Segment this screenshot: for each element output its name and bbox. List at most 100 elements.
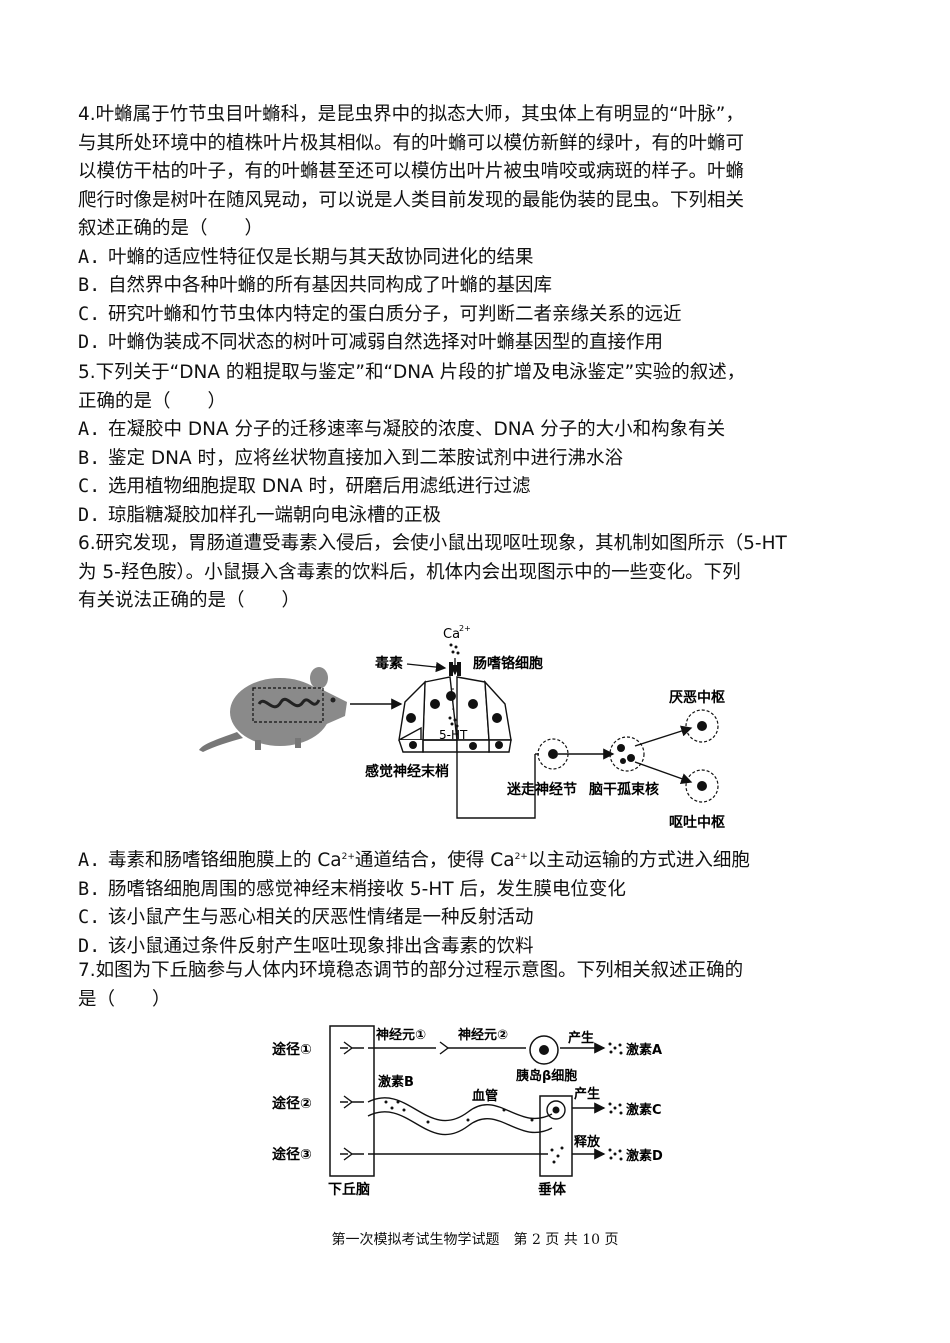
- pituitary-box: [539, 1095, 573, 1177]
- option-text: 毒素和肠嗜铬细胞膜上的 Ca: [108, 850, 342, 871]
- disgust-center: [685, 709, 719, 743]
- release-label: 释放: [574, 1134, 601, 1150]
- ca-label: Ca: [443, 627, 460, 642]
- q7-figure: 下丘脑 途径① 途径② 途径③ 神经元① 神经元② 胰岛β细胞 产生: [268, 1022, 688, 1202]
- option-text: 该小鼠产生与恶心相关的厌恶性情绪是一种反射活动: [108, 907, 534, 928]
- superscript: 2+: [341, 852, 355, 862]
- option-text: 选用植物细胞提取 DNA 时，研磨后用滤纸进行过滤: [108, 476, 531, 497]
- q4-line: 叙述正确的是（ ）: [78, 218, 264, 239]
- calcium-dots: [449, 643, 460, 655]
- hormone-d-label: 激素D: [626, 1148, 663, 1164]
- q6-line: 6.研究发现，胃肠道遭受毒素入侵后，会使小鼠出现呕吐现象，其机制如图所示（5-H…: [78, 533, 787, 554]
- option-letter: B.: [78, 275, 101, 296]
- q4-line: 爬行时像是树叶在随风晃动，可以说是人类目前发现的最能伪装的昆虫。下列相关: [78, 189, 745, 211]
- vomiting-mechanism-diagram: Ca 2+: [199, 624, 725, 831]
- q6-figure: Ca 2+: [195, 622, 755, 834]
- vomit-center-label: 呕吐中枢: [669, 814, 725, 831]
- neuron-2-label: 神经元②: [458, 1027, 508, 1043]
- sensory-ending-label: 感觉神经末梢: [365, 763, 449, 780]
- synapse-icon: [439, 1041, 450, 1055]
- hypothalamus-label: 下丘脑: [328, 1181, 370, 1198]
- neuron-1-label: 神经元①: [376, 1027, 426, 1043]
- cell-nuclei: [406, 691, 503, 750]
- option-text: 叶䗛伪装成不同状态的树叶可减弱自然选择对叶䗛基因型的直接作用: [108, 332, 664, 353]
- q5-line: 正确的是（ ）: [78, 390, 227, 412]
- q5-option-c[interactable]: C. 选用植物细胞提取 DNA 时，研磨后用滤纸进行过滤: [78, 473, 878, 502]
- hypothalamus-regulation-diagram: 下丘脑 途径① 途径② 途径③ 神经元① 神经元② 胰岛β细胞 产生: [272, 1025, 663, 1198]
- ca-superscript: 2+: [459, 624, 471, 633]
- question-6-options: A.毒素和肠嗜铬细胞膜上的 Ca2+通道结合，使得 Ca2+以主动运输的方式进入…: [78, 843, 878, 961]
- path-3-label: 途径③: [272, 1146, 312, 1163]
- path-2-label: 途径②: [272, 1095, 312, 1112]
- disgust-center-label: 厌恶中枢: [669, 689, 725, 706]
- option-letter: C.: [78, 907, 101, 928]
- mouse-image: [199, 667, 347, 752]
- q6-option-a[interactable]: A.毒素和肠嗜铬细胞膜上的 Ca2+通道结合，使得 Ca2+以主动运输的方式进入…: [78, 843, 878, 876]
- hormone-b-dots: [384, 1100, 534, 1124]
- neuron-icons: [340, 1041, 364, 1161]
- vessel-label: 血管: [472, 1088, 498, 1104]
- option-text: 通道结合，使得 Ca: [354, 850, 515, 871]
- q4-option-b[interactable]: B. 自然界中各种叶䗛的所有基因共同构成了叶䗛的基因库: [78, 272, 878, 301]
- superscript: 2+: [514, 852, 528, 862]
- q7-line: 7.如图为下丘脑参与人体内环境稳态调节的部分过程示意图。下列相关叙述正确的: [78, 960, 744, 981]
- q4-line: 以模仿干枯的叶子，有的叶䗛甚至还可以模仿出叶片被虫啃咬或病斑的样子。叶䗛: [78, 161, 745, 182]
- page-footer: 第一次模拟考试生物学试题 第 2 页 共 10 页: [331, 1232, 619, 1248]
- hypothalamus-box: [329, 1025, 375, 1177]
- option-letter: A.: [78, 246, 101, 268]
- option-text: 研究叶䗛和竹节虫体内特定的蛋白质分子，可判断二者亲缘关系的远近: [108, 303, 682, 325]
- option-text: 琼脂糖凝胶加样孔一端朝向电泳槽的正极: [108, 504, 442, 526]
- q7-line: 是（ ）: [78, 988, 171, 1010]
- q4-line: 与其所处环境中的植株叶片极其相似。有的叶䗛可以模仿新鲜的绿叶，有的叶䗛可: [78, 132, 745, 154]
- q6-option-d[interactable]: D. 该小鼠通过条件反射产生呕吐现象排出含毒素的饮料: [78, 933, 878, 962]
- option-letter: C.: [78, 476, 101, 497]
- option-text: 肠嗜铬细胞周围的感觉神经末梢接收 5-HT 后，发生膜电位变化: [108, 878, 626, 900]
- q4-line: 4.叶䗛属于竹节虫目叶䗛科，是昆虫界中的拟态大师，其虫体上有明显的“叶脉”，: [78, 104, 744, 125]
- q5-line: 5.下列关于“DNA 的粗提取与鉴定”和“DNA 片段的扩增及电泳鉴定”实验的叙…: [78, 362, 746, 383]
- question-7-stem: 7.如图为下丘脑参与人体内环境稳态调节的部分过程示意图。下列相关叙述正确的 是（…: [78, 957, 878, 1014]
- sensory-nerve-line: [456, 752, 536, 819]
- option-text: 以主动运输的方式进入细胞: [527, 850, 750, 871]
- question-6-stem: 6.研究发现，胃肠道遭受毒素入侵后，会使小鼠出现呕吐现象，其机制如图所示（5-H…: [78, 530, 878, 616]
- option-letter: B.: [78, 447, 101, 469]
- blood-vessel: [367, 1097, 553, 1122]
- q4-option-d[interactable]: D. 叶䗛伪装成不同状态的树叶可减弱自然选择对叶䗛基因型的直接作用: [78, 329, 878, 358]
- ca-channel: [449, 662, 453, 676]
- serotonin-vesicles: [448, 716, 459, 728]
- q5-option-a[interactable]: A. 在凝胶中 DNA 分子的迁移速率与凝胶的浓度、DNA 分子的大小和构象有关: [78, 416, 878, 445]
- hormone-c-label: 激素C: [626, 1102, 662, 1118]
- q6-option-c[interactable]: C. 该小鼠产生与恶心相关的厌恶性情绪是一种反射活动: [78, 904, 878, 933]
- q6-option-b[interactable]: B.肠嗜铬细胞周围的感觉神经末梢接收 5-HT 后，发生膜电位变化: [78, 876, 878, 905]
- hormone-dots: [608, 1042, 623, 1055]
- option-text: 该小鼠通过条件反射产生呕吐现象排出含毒素的饮料: [108, 935, 534, 957]
- q6-line: 为 5-羟色胺）。小鼠摄入含毒素的饮料后，机体内会出现图示中的一些变化。下列: [78, 561, 741, 583]
- option-letter: D.: [78, 332, 101, 353]
- produce-label: 产生: [574, 1086, 600, 1102]
- islet-beta-cell: [529, 1035, 559, 1065]
- vagal-ganglion-label: 迷走神经节: [506, 781, 577, 798]
- islet-beta-label: 胰岛β细胞: [516, 1068, 577, 1084]
- option-text: 在凝胶中 DNA 分子的迁移速率与凝胶的浓度、DNA 分子的大小和构象有关: [108, 419, 726, 440]
- produce-label: 产生: [568, 1030, 594, 1046]
- path-1-label: 途径①: [272, 1041, 312, 1058]
- question-4: 4.叶䗛属于竹节虫目叶䗛科，是昆虫界中的拟态大师，其虫体上有明显的“叶脉”， 与…: [78, 101, 878, 358]
- brainstem-nucleus: [609, 736, 645, 772]
- option-letter: D.: [78, 504, 101, 526]
- hormone-a-label: 激素A: [626, 1042, 662, 1058]
- q4-option-a[interactable]: A. 叶䗛的适应性特征仅是长期与其天敌协同进化的结果: [78, 244, 878, 273]
- toxin-label: 毒素: [375, 655, 403, 672]
- q5-option-b[interactable]: B. 鉴定 DNA 时，应将丝状物直接加入到二苯胺试剂中进行沸水浴: [78, 445, 878, 474]
- question-5: 5.下列关于“DNA 的粗提取与鉴定”和“DNA 片段的扩增及电泳鉴定”实验的叙…: [78, 359, 878, 530]
- q5-option-d[interactable]: D. 琼脂糖凝胶加样孔一端朝向电泳槽的正极: [78, 502, 878, 531]
- serotonin-label: 5-HT: [439, 728, 468, 742]
- pituitary-label: 垂体: [538, 1181, 567, 1198]
- option-letter: A.: [78, 419, 101, 440]
- option-text: 自然界中各种叶䗛的所有基因共同构成了叶䗛的基因库: [108, 275, 553, 296]
- ec-cell-label: 肠嗜铬细胞: [473, 655, 543, 672]
- option-letter: A.: [78, 850, 101, 871]
- option-text: 鉴定 DNA 时，应将丝状物直接加入到二苯胺试剂中进行沸水浴: [108, 447, 624, 469]
- option-letter: D.: [78, 935, 101, 957]
- q4-option-c[interactable]: C.研究叶䗛和竹节虫体内特定的蛋白质分子，可判断二者亲缘关系的远近: [78, 301, 878, 330]
- option-text: 叶䗛的适应性特征仅是长期与其天敌协同进化的结果: [108, 246, 534, 268]
- hormone-b-label: 激素B: [378, 1074, 414, 1090]
